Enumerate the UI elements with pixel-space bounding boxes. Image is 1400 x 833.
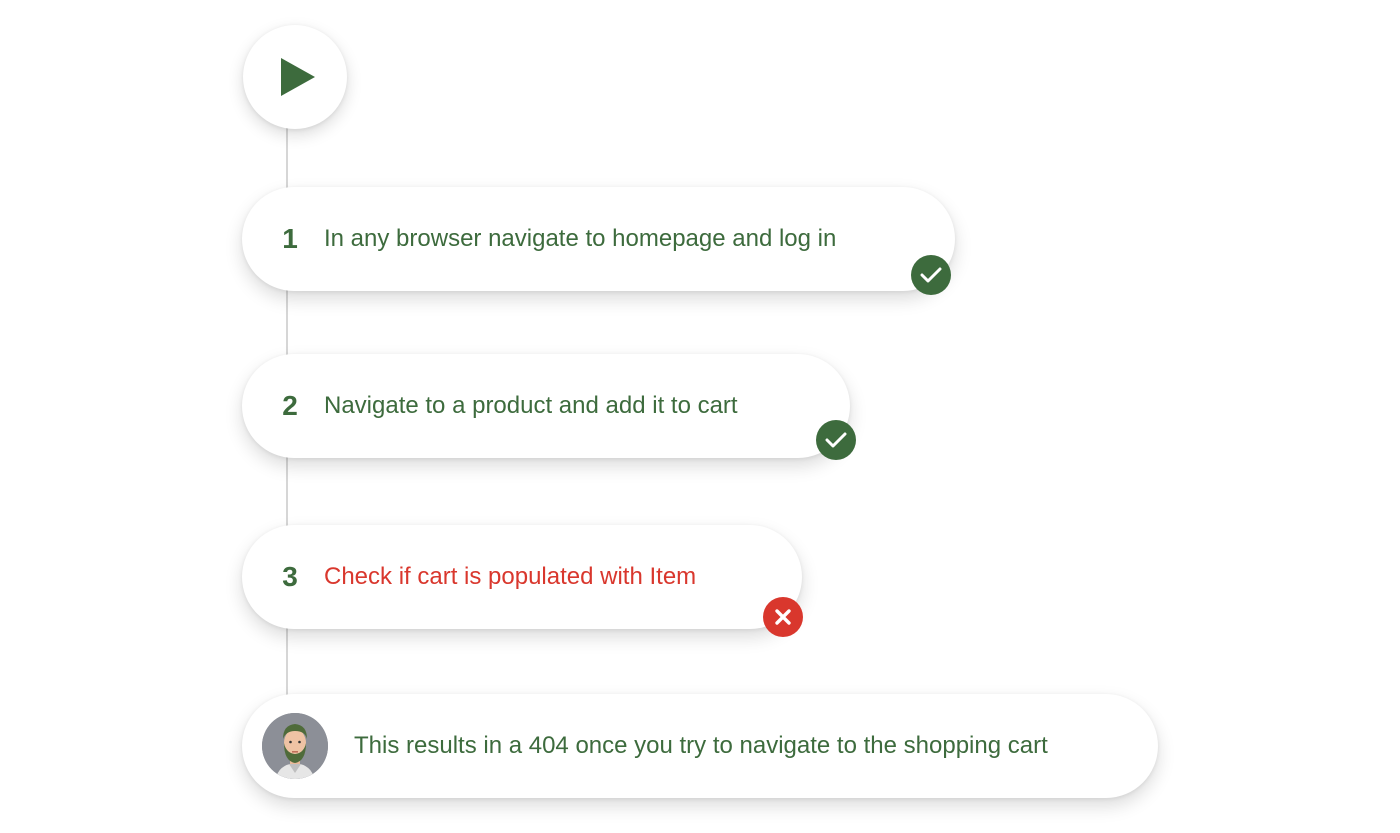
step-text: Navigate to a product and add it to cart	[324, 392, 738, 419]
step-2-status-badge	[816, 420, 856, 460]
step-number: 2	[282, 390, 298, 421]
step-text: In any browser navigate to homepage and …	[324, 225, 837, 252]
close-icon	[775, 609, 791, 625]
step-1-status-badge	[911, 255, 951, 295]
play-icon	[281, 58, 315, 96]
check-icon	[825, 432, 847, 448]
start-button[interactable]	[243, 25, 347, 129]
step-number: 3	[282, 561, 298, 592]
check-icon	[920, 267, 942, 283]
comment-text: This results in a 404 once you try to na…	[354, 732, 1048, 759]
step-card-3[interactable]: 3 Check if cart is populated with Item	[242, 525, 802, 629]
comment-card[interactable]: This results in a 404 once you try to na…	[242, 694, 1158, 798]
avatar-illustration	[262, 713, 328, 779]
step-card-1[interactable]: 1 In any browser navigate to homepage an…	[242, 187, 955, 291]
user-avatar	[262, 713, 328, 779]
step-card-2[interactable]: 2 Navigate to a product and add it to ca…	[242, 354, 850, 458]
step-3-status-badge	[763, 597, 803, 637]
step-text: Check if cart is populated with Item	[324, 563, 697, 590]
step-number: 1	[282, 223, 298, 254]
